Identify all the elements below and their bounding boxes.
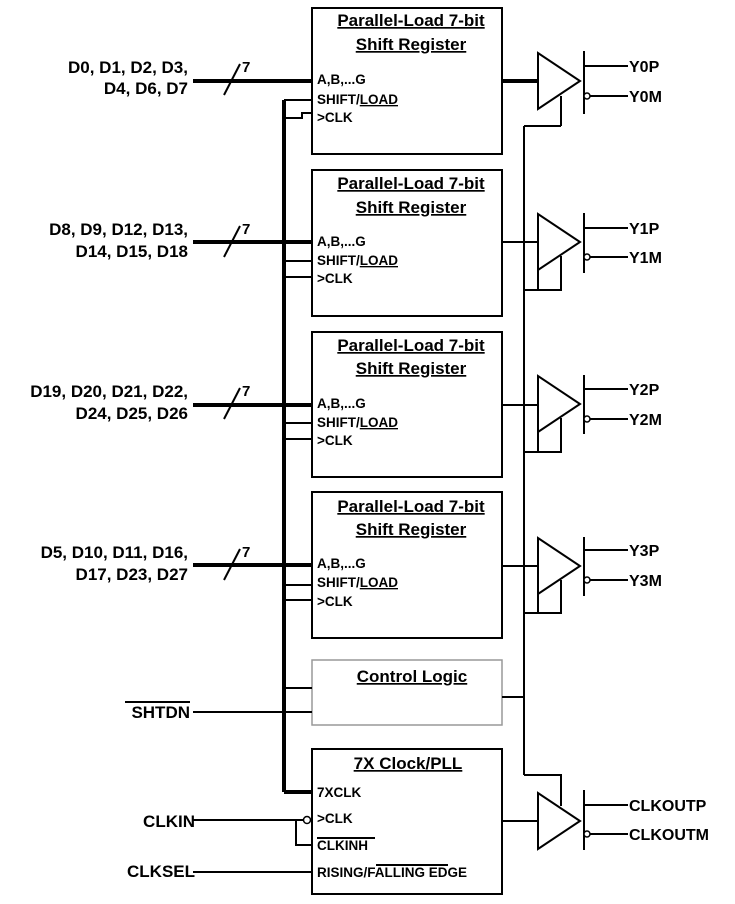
driver-enable-wire — [537, 580, 562, 614]
shift-register-1: Parallel-Load 7-bit Shift Register A,B,.… — [49, 169, 662, 317]
pin-data-inputs: A,B,...G — [317, 72, 366, 87]
data-inputs-line2: D24, D25, D26 — [76, 404, 188, 423]
data-inputs-line2: D14, D15, D18 — [76, 242, 188, 261]
register-title-line2: Shift Register — [356, 520, 467, 539]
lvds-driver-1 — [537, 212, 582, 272]
bus-slash — [223, 548, 241, 581]
clksel-label: CLKSEL — [127, 862, 195, 881]
inversion-bubble — [583, 415, 591, 423]
pin-clk: >CLK — [317, 110, 353, 125]
register-title-line2: Shift Register — [356, 198, 467, 217]
data-inputs-line1: D0, D1, D2, D3, — [68, 58, 188, 77]
pin-clk: >CLK — [317, 594, 353, 609]
control-logic-title: Control Logic — [357, 667, 467, 686]
pin-clk: >CLK — [317, 271, 353, 286]
shift-register-3: Parallel-Load 7-bit Shift Register A,B,.… — [41, 491, 662, 639]
pin-load-label: LOAD — [360, 253, 398, 268]
output-m-label: Y2M — [629, 412, 662, 429]
pin-data-inputs: A,B,...G — [317, 234, 366, 249]
register-title-line1: Parallel-Load 7-bit — [337, 11, 485, 30]
pin-load-label: LOAD — [360, 92, 398, 107]
shift-register-box — [311, 491, 503, 639]
shift-register-0: Parallel-Load 7-bit Shift Register A,B,.… — [68, 7, 662, 155]
pin-shift-label: SHIFT/ — [317, 253, 360, 268]
driver-enable-wire — [537, 418, 562, 453]
clkout-m-label: CLKOUTM — [629, 827, 709, 844]
clock-driver-enable-wire — [524, 774, 562, 806]
data-inputs-line2: D17, D23, D27 — [76, 565, 188, 584]
bus-slash — [223, 63, 241, 96]
pin-shift-label: SHIFT/ — [317, 92, 360, 107]
output-p-label: Y1P — [629, 221, 660, 238]
pin-clkinh: CLKINH — [317, 838, 368, 853]
pin-data-inputs: A,B,...G — [317, 556, 366, 571]
shift-register-box — [311, 7, 503, 155]
data-inputs-line2: D4, D6, D7 — [104, 79, 188, 98]
pin-shift-load: SHIFT/LOAD — [317, 415, 398, 430]
pin-shift-label: SHIFT/ — [317, 415, 360, 430]
pin-edge-select: RISING/FALLING EDGE — [317, 865, 467, 880]
pin-clk: >CLK — [317, 811, 353, 826]
lvds-driver-2 — [537, 374, 582, 434]
shift-register-2: Parallel-Load 7-bit Shift Register A,B,.… — [30, 331, 662, 478]
clkin-inversion-bubble — [302, 815, 312, 825]
register-title-line2: Shift Register — [356, 35, 467, 54]
pin-shift-label: SHIFT/ — [317, 575, 360, 590]
register-title-line2: Shift Register — [356, 359, 467, 378]
pin-7xclk: 7XCLK — [317, 785, 362, 800]
inversion-bubble — [583, 576, 591, 584]
bus-width-label: 7 — [242, 383, 250, 400]
pin-falling-label: FALLING — [367, 865, 425, 880]
clkin-label: CLKIN — [143, 812, 195, 831]
output-p-label: Y3P — [629, 543, 660, 560]
inversion-bubble — [583, 253, 591, 261]
output-p-label: Y2P — [629, 382, 660, 399]
pin-edge-label: EDGE — [425, 865, 467, 880]
clk-wire — [284, 112, 312, 119]
bus-width-label: 7 — [242, 59, 250, 76]
bus-slash — [223, 225, 241, 258]
pll-title: 7X Clock/PLL — [354, 754, 463, 773]
register-title-line1: Parallel-Load 7-bit — [337, 336, 485, 355]
control-logic-box — [311, 659, 503, 726]
pin-rising-label: RISING/ — [317, 865, 368, 880]
clkout-p-label: CLKOUTP — [629, 798, 707, 815]
pin-shift-load: SHIFT/LOAD — [317, 92, 398, 107]
inversion-bubble — [583, 830, 591, 838]
pin-clk: >CLK — [317, 433, 353, 448]
register-title-line1: Parallel-Load 7-bit — [337, 174, 485, 193]
data-inputs-line1: D19, D20, D21, D22, — [30, 382, 188, 401]
lvds-driver-3 — [537, 536, 582, 596]
output-p-label: Y0P — [629, 59, 660, 76]
pin-shift-load: SHIFT/LOAD — [317, 575, 398, 590]
bus-width-label: 7 — [242, 221, 250, 238]
output-m-label: Y1M — [629, 250, 662, 267]
pin-load-label: LOAD — [360, 415, 398, 430]
output-m-label: Y3M — [629, 573, 662, 590]
inversion-bubble — [583, 92, 591, 100]
control-logic: Control Logic SHTDN — [125, 659, 524, 726]
register-title-line1: Parallel-Load 7-bit — [337, 497, 485, 516]
shift-register-box — [311, 169, 503, 317]
clock-lvds-driver — [537, 791, 582, 851]
driver-enable-wire — [537, 256, 562, 291]
pin-load-label: LOAD — [360, 575, 398, 590]
pin-shift-load: SHIFT/LOAD — [317, 253, 398, 268]
clock-pll: 7X Clock/PLL 7XCLK >CLK CLKINH RISING/FA… — [127, 748, 709, 895]
bus-slash — [223, 387, 241, 420]
shtdn-label: SHTDN — [131, 703, 190, 722]
lvds-driver-0 — [537, 51, 582, 111]
output-m-label: Y0M — [629, 89, 662, 106]
pin-data-inputs: A,B,...G — [317, 396, 366, 411]
data-inputs-line1: D8, D9, D12, D13, — [49, 220, 188, 239]
data-inputs-line1: D5, D10, D11, D16, — [41, 543, 188, 562]
bus-width-label: 7 — [242, 544, 250, 561]
clkinh-wire — [295, 820, 312, 846]
